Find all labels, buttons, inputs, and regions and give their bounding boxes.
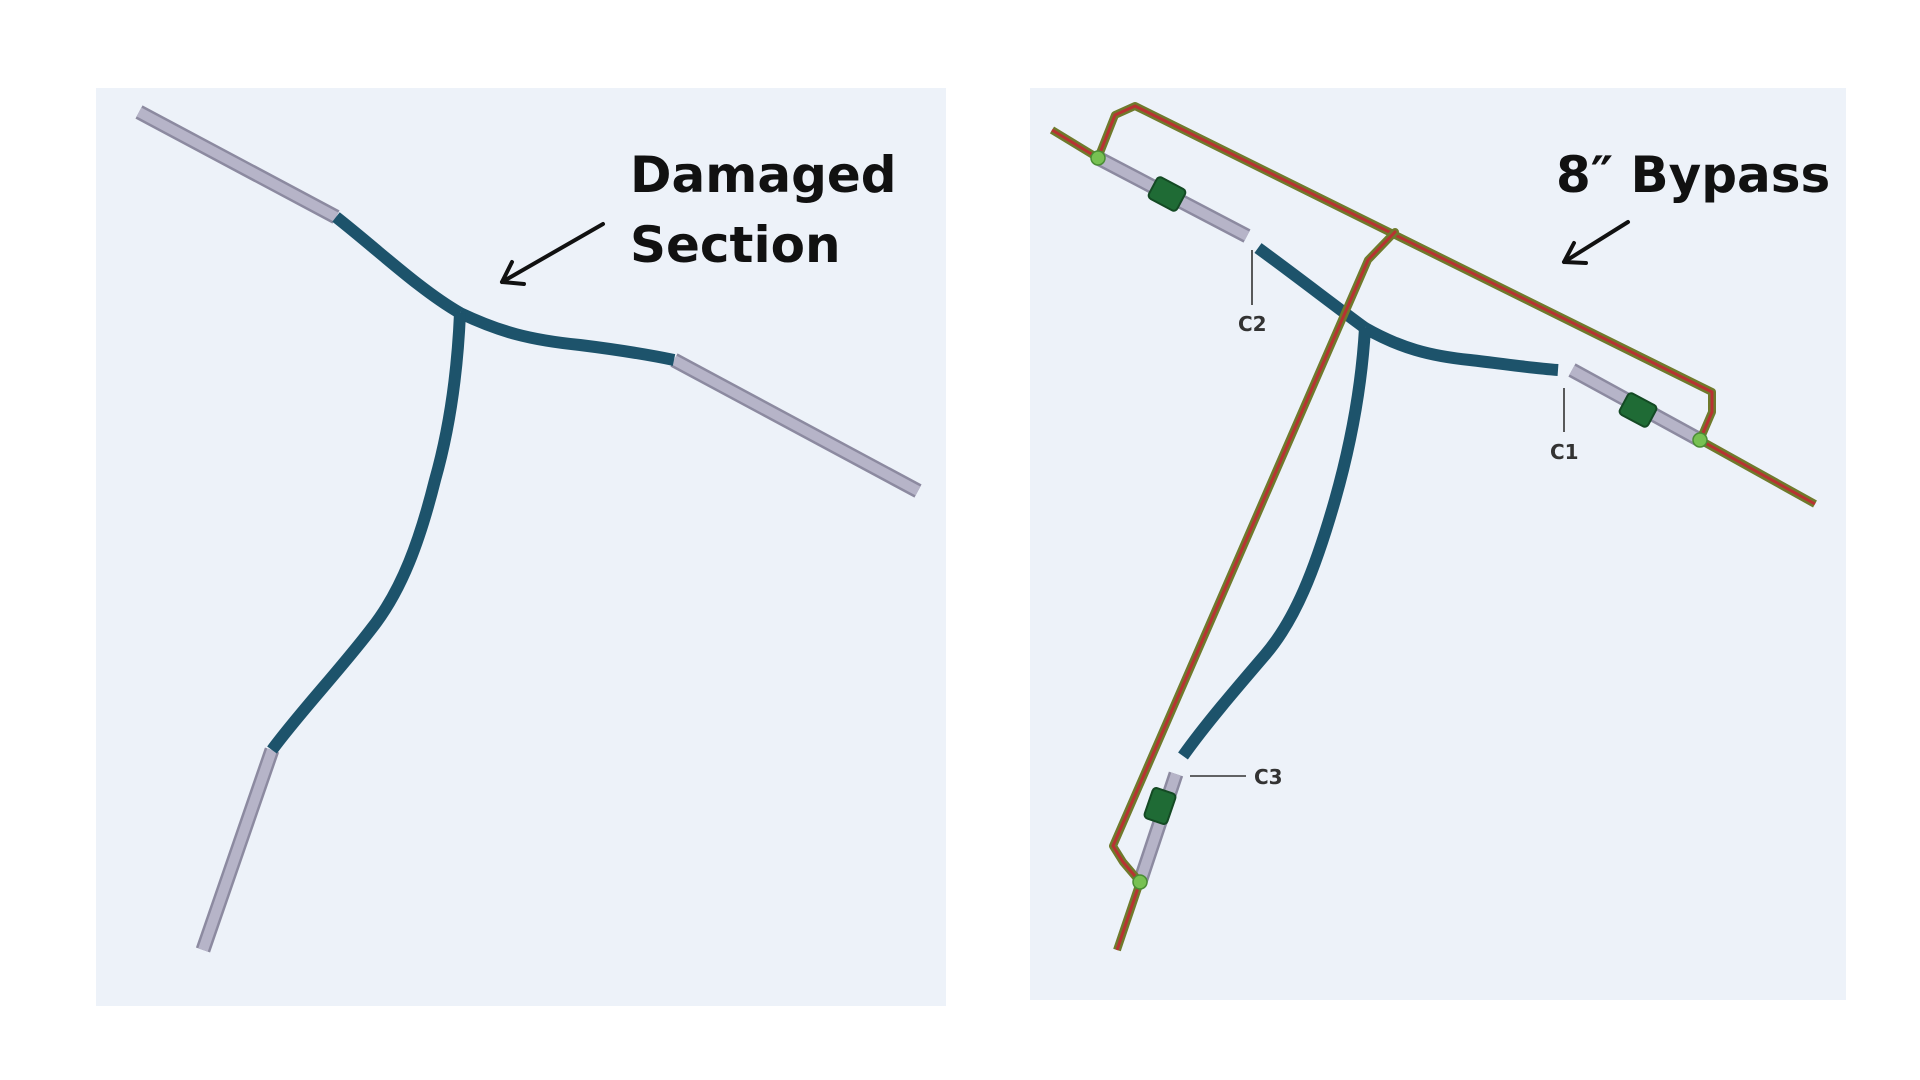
bypass-label: 8″ Bypass — [1556, 146, 1830, 204]
tie-in-node-northwest — [1090, 150, 1106, 166]
damaged-section-label-line1: Damaged — [630, 146, 897, 204]
bypass-pipe — [1094, 102, 1716, 886]
tie-in-nodes — [1090, 150, 1708, 890]
cut-label-c1: C1 — [1550, 440, 1579, 464]
left-panel: Damaged Section — [96, 88, 946, 1006]
coupling-south — [1143, 787, 1177, 825]
damaged-section-pipe — [267, 212, 676, 754]
right-panel-background — [1030, 88, 1846, 1000]
tie-in-node-east — [1692, 432, 1708, 448]
bypass-tail-lines — [1049, 126, 1817, 952]
couplings — [1143, 176, 1658, 825]
cut-label-c2: C2 — [1238, 312, 1267, 336]
coupling-east — [1618, 392, 1658, 428]
coupling-northwest — [1147, 176, 1187, 212]
callout-arrow-right — [1562, 220, 1630, 265]
tie-in-node-south — [1132, 874, 1148, 890]
isolated-damaged-section — [1178, 243, 1559, 760]
callout-arrow-left — [500, 222, 605, 286]
existing-pipe-segments — [135, 105, 922, 953]
cut-markers — [1190, 250, 1565, 777]
cut-label-c3: C3 — [1254, 765, 1283, 789]
right-panel: C1 C2 C3 8″ Bypass — [1030, 88, 1846, 1000]
damaged-section-label-line2: Section — [630, 216, 841, 274]
